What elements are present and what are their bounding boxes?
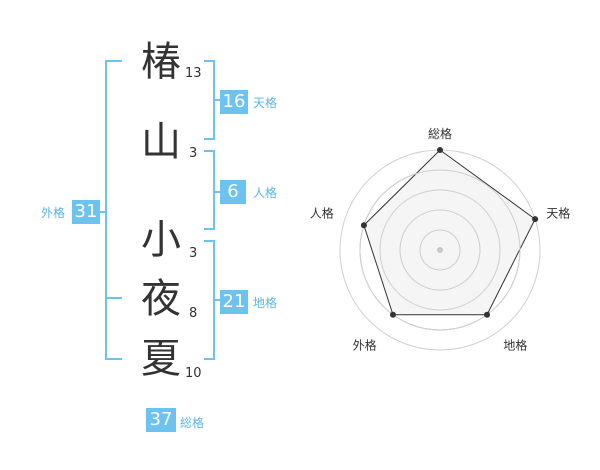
radar-axis-label-5: 人格 bbox=[310, 206, 334, 221]
tenkaku-value-badge: 16 bbox=[220, 90, 248, 114]
radar-point-3 bbox=[484, 311, 491, 318]
radar-axis-label-1: 総格 bbox=[428, 126, 452, 141]
radar-point-5 bbox=[360, 222, 367, 229]
radar-center-dot bbox=[437, 247, 443, 253]
name-char-3: 小 bbox=[141, 217, 181, 263]
radar-axis-label-2: 天格 bbox=[546, 206, 570, 221]
jinkaku-bracket bbox=[204, 150, 215, 230]
soukaku-value-badge: 37 bbox=[146, 408, 176, 432]
chikaku-bracket bbox=[204, 240, 215, 360]
gaikaku-bracket bbox=[105, 60, 122, 360]
stroke-count-1: 13 bbox=[185, 66, 202, 81]
radar-point-2 bbox=[532, 216, 539, 223]
tenkaku-bracket bbox=[204, 60, 215, 140]
soukaku-label: 総格 bbox=[180, 416, 205, 430]
gaikaku-value-badge: 31 bbox=[72, 200, 100, 224]
stroke-count-4: 8 bbox=[189, 306, 198, 321]
name-char-2: 山 bbox=[141, 119, 181, 165]
radar-point-1 bbox=[437, 147, 443, 153]
chikaku-value-badge: 21 bbox=[220, 290, 248, 314]
name-char-1: 椿 bbox=[141, 39, 181, 85]
stroke-count-3: 3 bbox=[189, 246, 198, 261]
jinkaku-value-badge: 6 bbox=[220, 180, 246, 204]
radar-axis-label-3: 地格 bbox=[503, 337, 527, 352]
jinkaku-label: 人格 bbox=[253, 186, 278, 200]
gaikaku-label: 外格 bbox=[41, 206, 66, 220]
radar-axis-label-4: 外格 bbox=[353, 337, 377, 352]
name-char-4: 夜 bbox=[141, 276, 181, 322]
radar-point-4 bbox=[389, 311, 396, 318]
tenkaku-label: 天格 bbox=[253, 96, 278, 110]
chikaku-label: 地格 bbox=[253, 296, 278, 310]
stroke-count-5: 10 bbox=[185, 366, 202, 381]
stroke-count-2: 3 bbox=[189, 146, 198, 161]
name-char-5: 夏 bbox=[141, 336, 181, 382]
